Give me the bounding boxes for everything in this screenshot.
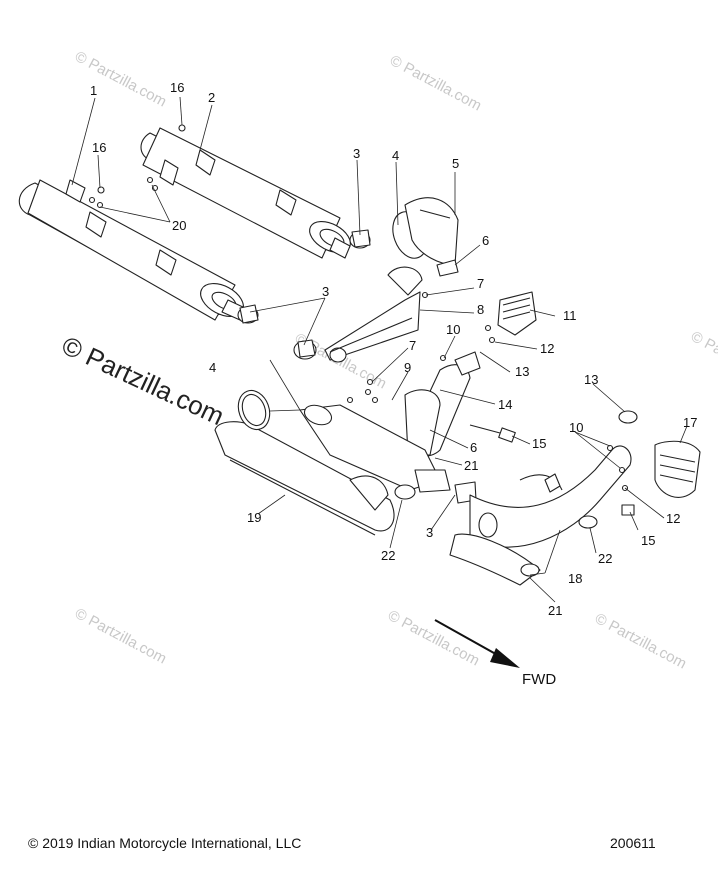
callout: 14 bbox=[498, 397, 512, 412]
clamp bbox=[237, 304, 259, 324]
mounting-bracket bbox=[324, 266, 423, 363]
callout: 10 bbox=[569, 420, 583, 435]
callout: 19 bbox=[247, 510, 261, 525]
diagram-id: 200611 bbox=[610, 835, 656, 851]
callout: 9 bbox=[404, 360, 411, 375]
callout: 5 bbox=[452, 156, 459, 171]
callout: 16 bbox=[170, 80, 184, 95]
callout: 7 bbox=[477, 276, 484, 291]
callout: 6 bbox=[482, 233, 489, 248]
callout: 3 bbox=[322, 284, 329, 299]
callout: 2 bbox=[208, 90, 215, 105]
callout: 1 bbox=[90, 83, 97, 98]
clamp bbox=[436, 259, 459, 277]
heat-shield-lower bbox=[214, 421, 395, 536]
upper-muffler bbox=[140, 127, 351, 259]
clamp bbox=[293, 339, 317, 360]
heat-shield-upper bbox=[392, 197, 459, 266]
callout: 12 bbox=[540, 341, 554, 356]
oxygen-sensor bbox=[469, 424, 516, 443]
heat-shield-small bbox=[497, 291, 537, 336]
callout: 3 bbox=[426, 525, 433, 540]
callout: 20 bbox=[172, 218, 186, 233]
rear-header-pipe bbox=[449, 445, 632, 586]
fwd-label: FWD bbox=[522, 671, 556, 688]
clamp bbox=[349, 229, 371, 249]
o-ring bbox=[618, 410, 638, 424]
leader-lines bbox=[71, 96, 688, 603]
callout: 17 bbox=[683, 415, 697, 430]
callout: 13 bbox=[584, 372, 598, 387]
gasket bbox=[520, 563, 540, 577]
callout: 22 bbox=[598, 551, 612, 566]
callout: 22 bbox=[381, 548, 395, 563]
front-header-pipe bbox=[404, 351, 481, 457]
callout: 11 bbox=[563, 308, 577, 323]
callout-labels: 1 16 2 16 20 3 4 5 6 3 7 8 11 10 12 13 7… bbox=[90, 80, 697, 618]
gasket bbox=[394, 484, 416, 500]
forward-direction-arrow bbox=[434, 619, 520, 668]
callout: 8 bbox=[477, 302, 484, 317]
callout: 4 bbox=[392, 148, 399, 163]
callout: 7 bbox=[409, 338, 416, 353]
crossover-pipe bbox=[299, 404, 451, 493]
gasket bbox=[237, 389, 271, 431]
callout: 6 bbox=[470, 440, 477, 455]
gasket bbox=[578, 515, 598, 529]
callout: 4 bbox=[209, 360, 216, 375]
heat-shield-rear bbox=[654, 440, 701, 498]
callout: 21 bbox=[548, 603, 562, 618]
callout: 18 bbox=[568, 571, 582, 586]
copyright-text: © 2019 Indian Motorcycle International, … bbox=[28, 835, 302, 851]
lower-muffler bbox=[18, 179, 246, 321]
callout: 10 bbox=[446, 322, 460, 337]
oxygen-sensor bbox=[621, 504, 635, 516]
callout: 13 bbox=[515, 364, 529, 379]
callout: 16 bbox=[92, 140, 106, 155]
callout: 15 bbox=[641, 533, 655, 548]
callout: 12 bbox=[666, 511, 680, 526]
callout: 21 bbox=[464, 458, 478, 473]
callout: 3 bbox=[353, 146, 360, 161]
callout: 15 bbox=[532, 436, 546, 451]
